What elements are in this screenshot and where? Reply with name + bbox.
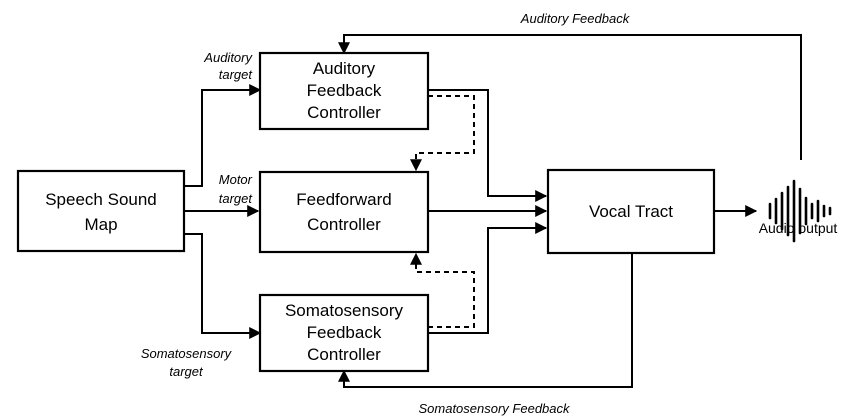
auditory-to-feedforward-dashed: [410, 95, 475, 172]
somatosensory-controller-label-line2: Feedback: [307, 323, 382, 342]
feedforward-controller-label-line2: Controller: [307, 215, 381, 234]
somatosensory-feedback-loop: [338, 253, 633, 388]
motor-target-label-line2: target: [219, 191, 254, 206]
vocal-tract-label: Vocal Tract: [589, 202, 673, 221]
somatosensory-feedback-label: Somatosensory Feedback: [418, 401, 571, 416]
speech-sound-map-label-line1: Speech Sound: [45, 190, 157, 209]
auditory-feedback-loop: [338, 34, 802, 160]
auditory-controller-to-vocal-tract: [428, 89, 548, 202]
audio-output-label: Audio output: [759, 220, 838, 236]
somatosensory-target-arrow: [184, 233, 262, 339]
auditory-target-label-line1: Auditory: [203, 50, 253, 65]
auditory-feedback-label: Auditory Feedback: [520, 11, 631, 26]
auditory-target-label-line2: target: [219, 67, 254, 82]
auditory-controller-label-line1: Auditory: [313, 59, 376, 78]
connectors: [184, 34, 802, 388]
somatosensory-controller-label-line3: Controller: [307, 345, 381, 364]
auditory-controller-label-line3: Controller: [307, 103, 381, 122]
speech-sound-map-label-line2: Map: [84, 215, 117, 234]
auditory-controller-label-line2: Feedback: [307, 81, 382, 100]
somatosensory-to-feedforward-dashed: [410, 252, 475, 328]
motor-target-label-line1: Motor: [219, 172, 253, 187]
auditory-feedback-controller-box: Auditory Feedback Controller: [258, 51, 430, 131]
somatosensory-target-label-line2: target: [169, 364, 204, 379]
somatosensory-controller-label-line1: Somatosensory: [285, 301, 404, 320]
vocal-tract-box: Vocal Tract: [546, 168, 716, 255]
somatosensory-controller-to-vocal-tract: [428, 222, 548, 334]
sound-wave-icon: [768, 179, 832, 243]
somatosensory-target-label-line1: Somatosensory: [141, 346, 233, 361]
feedforward-controller-label-line1: Feedforward: [296, 190, 391, 209]
speech-sound-map-box: Speech Sound Map: [16, 169, 186, 253]
feedforward-controller-box: Feedforward Controller: [258, 170, 430, 254]
auditory-target-arrow: [184, 84, 262, 187]
somatosensory-feedback-controller-box: Somatosensory Feedback Controller: [258, 293, 430, 373]
